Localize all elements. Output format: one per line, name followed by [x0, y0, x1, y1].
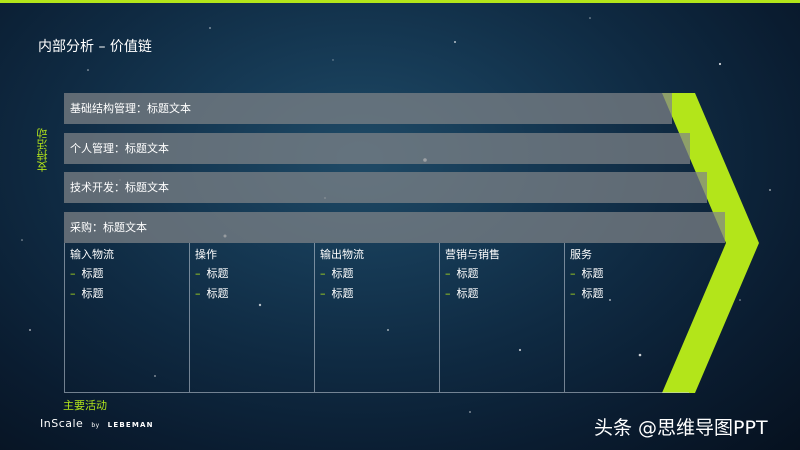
column-title: 操作 [195, 248, 217, 261]
support-activities-label: 支持活动 [36, 128, 49, 172]
support-band-infrastructure: 基础结构管理：标题文本 [64, 93, 672, 124]
item-label: 标题 [331, 287, 354, 300]
column-title: 输入物流 [70, 248, 114, 261]
bullet-dash: – [570, 267, 576, 280]
support-band-procurement: 采购：标题文本 [64, 212, 725, 243]
primary-column-service: 服务 –标题 –标题 [564, 243, 689, 393]
support-band-hr: 个人管理：标题文本 [64, 133, 690, 164]
support-band-technology: 技术开发：标题文本 [64, 172, 707, 203]
bullet-dash: – [70, 267, 76, 280]
list-item: –标题 [570, 264, 689, 283]
column-title: 输出物流 [320, 248, 364, 261]
primary-column-operations: 操作 –标题 –标题 [189, 243, 314, 393]
item-label: 标题 [581, 267, 604, 280]
list-item: –标题 [70, 284, 189, 303]
item-label: 标题 [581, 287, 604, 300]
column-title: 服务 [570, 248, 592, 261]
primary-column-inbound: 输入物流 –标题 –标题 [64, 243, 189, 393]
list-item: –标题 [445, 284, 564, 303]
source-watermark: 头条 @思维导图PPT [594, 417, 768, 439]
item-label: 标题 [456, 287, 479, 300]
brand-name: InScale [40, 417, 84, 430]
item-label: 标题 [81, 287, 104, 300]
list-item: –标题 [195, 264, 314, 283]
bullet-dash: – [195, 267, 201, 280]
primary-column-outbound: 输出物流 –标题 –标题 [314, 243, 439, 393]
item-label: 标题 [206, 287, 229, 300]
list-item: –标题 [195, 284, 314, 303]
list-item: –标题 [320, 284, 439, 303]
item-label: 标题 [81, 267, 104, 280]
top-accent-bar [0, 0, 800, 3]
list-item: –标题 [70, 264, 189, 283]
bullet-dash: – [70, 287, 76, 300]
list-item: –标题 [445, 264, 564, 283]
bullet-dash: – [320, 287, 326, 300]
bullet-dash: – [445, 267, 451, 280]
column-title: 营销与销售 [445, 248, 500, 261]
bullet-dash: – [445, 287, 451, 300]
bullet-dash: – [320, 267, 326, 280]
bullet-dash: – [570, 287, 576, 300]
primary-column-marketing-sales: 营销与销售 –标题 –标题 [439, 243, 564, 393]
list-item: –标题 [570, 284, 689, 303]
bullet-dash: – [195, 287, 201, 300]
list-item: –标题 [320, 264, 439, 283]
item-label: 标题 [331, 267, 354, 280]
slide-title: 内部分析 – 价值链 [38, 39, 152, 55]
primary-activities-area: 输入物流 –标题 –标题 操作 –标题 –标题 输出物流 –标题 –标题 营销与… [64, 243, 690, 393]
item-label: 标题 [456, 267, 479, 280]
brand-sub: LEBEMAN [107, 421, 154, 429]
primary-activities-label: 主要活动 [63, 399, 107, 412]
brand-by: by [91, 422, 100, 429]
item-label: 标题 [206, 267, 229, 280]
brand-logo: InScale by LEBEMAN [40, 417, 154, 430]
